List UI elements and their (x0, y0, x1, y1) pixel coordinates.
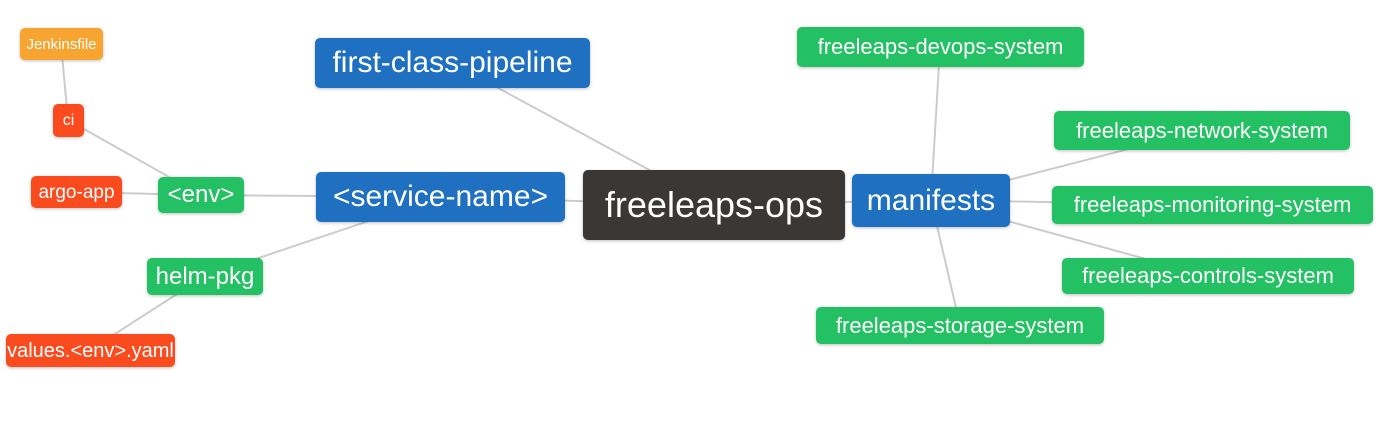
node-helm-pkg[interactable]: helm-pkg (147, 258, 263, 295)
node-jenkinsfile[interactable]: Jenkinsfile (20, 28, 103, 60)
node-env[interactable]: <env> (158, 177, 244, 213)
node-freeleaps-monitoring-system[interactable]: freeleaps-monitoring-system (1052, 186, 1373, 224)
node-service-name[interactable]: <service-name> (316, 172, 565, 222)
node-freeleaps-devops-system[interactable]: freeleaps-devops-system (797, 27, 1084, 67)
node-manifests[interactable]: manifests (852, 174, 1010, 227)
node-first-class-pipeline[interactable]: first-class-pipeline (315, 38, 590, 88)
node-freeleaps-ops[interactable]: freeleaps-ops (583, 170, 845, 240)
node-values-env-yaml[interactable]: values.<env>.yaml (6, 334, 175, 367)
node-freeleaps-controls-system[interactable]: freeleaps-controls-system (1062, 258, 1354, 294)
node-freeleaps-storage-system[interactable]: freeleaps-storage-system (816, 307, 1104, 344)
node-argo-app[interactable]: argo-app (31, 176, 122, 208)
node-freeleaps-network-system[interactable]: freeleaps-network-system (1054, 111, 1350, 150)
node-ci[interactable]: ci (53, 104, 84, 137)
